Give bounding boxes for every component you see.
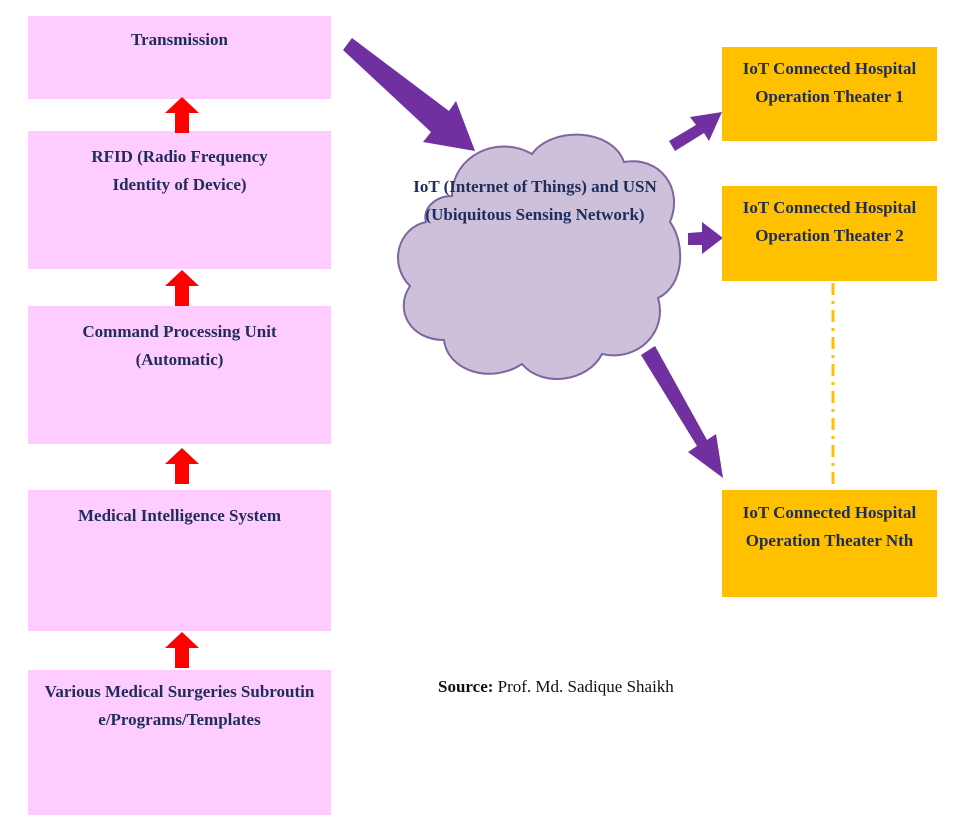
flow-box-medical-surgeries: Various Medical Surgeries Subroutine/Pro… bbox=[28, 670, 331, 815]
arrow-icon bbox=[343, 38, 475, 151]
flow-box-label: Various Medical Surgeries Subroutine/Pro… bbox=[44, 682, 315, 729]
flow-box-label: RFID (Radio Frequency Identity of Device… bbox=[91, 147, 268, 194]
theater-label: IoT Connected Hospital Operation Theater… bbox=[742, 59, 917, 106]
theater-box-nth: IoT Connected Hospital Operation Theater… bbox=[722, 490, 937, 597]
flow-box-label: Command Processing Unit (Automatic) bbox=[82, 322, 277, 369]
flow-box-rfid: RFID (Radio Frequency Identity of Device… bbox=[28, 131, 331, 269]
flow-box-transmission: Transmission bbox=[28, 16, 331, 99]
up-arrow-icon bbox=[165, 97, 199, 133]
up-arrow-icon bbox=[165, 270, 199, 306]
cloud-shape bbox=[397, 133, 682, 380]
arrow-icon bbox=[669, 112, 722, 151]
source-prefix: Source: bbox=[438, 677, 494, 696]
flow-box-command-processing-unit: Command Processing Unit (Automatic) bbox=[28, 306, 331, 444]
theater-label: IoT Connected Hospital Operation Theater… bbox=[742, 503, 917, 550]
arrow-icon bbox=[641, 346, 723, 478]
theater-label: IoT Connected Hospital Operation Theater… bbox=[742, 198, 917, 245]
flow-box-label: Transmission bbox=[131, 30, 228, 49]
up-arrow-icon bbox=[165, 632, 199, 668]
theater-box-2: IoT Connected Hospital Operation Theater… bbox=[722, 186, 937, 281]
source-author: Prof. Md. Sadique Shaikh bbox=[497, 677, 674, 696]
up-arrow-icon bbox=[165, 448, 199, 484]
cloud-label: IoT (Internet of Things) and USN (Ubiqui… bbox=[413, 177, 657, 224]
theater-box-1: IoT Connected Hospital Operation Theater… bbox=[722, 47, 937, 141]
flow-box-medical-intelligence-system: Medical Intelligence System bbox=[28, 490, 331, 631]
source-caption: Source: Prof. Md. Sadique Shaikh bbox=[438, 677, 674, 697]
arrow-icon bbox=[688, 222, 723, 254]
flow-box-label: Medical Intelligence System bbox=[77, 506, 281, 525]
